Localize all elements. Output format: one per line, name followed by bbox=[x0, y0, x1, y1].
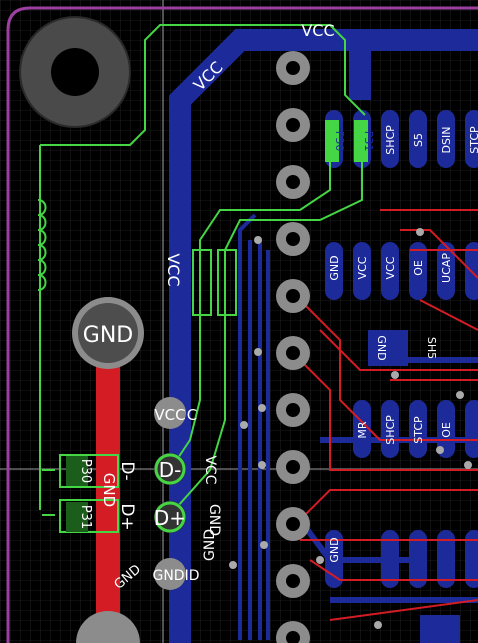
svg-text:SHCP: SHCP bbox=[384, 125, 397, 155]
resistor-1 bbox=[192, 249, 212, 316]
svg-text:P30: P30 bbox=[78, 459, 93, 483]
top-copper-layer bbox=[96, 209, 478, 643]
svg-text:GND: GND bbox=[328, 537, 341, 562]
vcc-label-vertical: VCC bbox=[164, 253, 183, 286]
gnd-label-rotated-a: GND bbox=[206, 504, 222, 536]
vias bbox=[229, 228, 472, 629]
mounting-hole[interactable] bbox=[19, 16, 131, 128]
svg-text:STCP: STCP bbox=[468, 126, 478, 154]
pad-d-plus[interactable]: D+ bbox=[154, 501, 186, 533]
vcc-label-top: VCC bbox=[301, 21, 334, 40]
svg-text:OE: OE bbox=[440, 422, 453, 438]
r-p30-p31: P30 P31 bbox=[325, 120, 375, 162]
ic-pin-labels-top: SHCP S5 DSIN STCP bbox=[384, 125, 478, 155]
svg-text:GND: GND bbox=[328, 255, 341, 280]
svg-text:SHCP: SHCP bbox=[384, 415, 397, 445]
svg-text:UCAP: UCAP bbox=[440, 253, 453, 283]
connector-p30: P30 D- bbox=[66, 456, 137, 486]
svg-text:DSIN: DSIN bbox=[440, 127, 453, 154]
svg-text:STCP: STCP bbox=[412, 416, 425, 444]
ic-pin-labels-mid: GND VCC VCC OE UCAP bbox=[328, 253, 453, 283]
vcc-trace-main bbox=[169, 29, 371, 643]
ic-pin-labels-low: MR SHCP STCP OE bbox=[356, 415, 453, 445]
vcc-label-rotated: VCC bbox=[202, 455, 218, 484]
coil-trace bbox=[37, 145, 47, 510]
svg-text:GND: GND bbox=[375, 335, 388, 360]
svg-text:D+: D+ bbox=[154, 506, 186, 530]
bottom-copper-layer bbox=[169, 29, 478, 643]
connector-box-1 bbox=[59, 454, 119, 488]
svg-text:P31: P31 bbox=[78, 505, 93, 529]
gnd-trace-label: GND bbox=[100, 473, 118, 507]
svg-text:S5: S5 bbox=[412, 133, 425, 147]
gnd-pad-bottom[interactable] bbox=[76, 611, 140, 643]
pad-vcc-small[interactable]: VCC C bbox=[154, 397, 197, 429]
svg-text:VCC: VCC bbox=[384, 256, 397, 279]
ic-pin-labels-mid2: GND SH5 bbox=[375, 335, 438, 360]
svg-text:VCC: VCC bbox=[154, 406, 185, 424]
header-pads[interactable] bbox=[276, 51, 310, 643]
svg-text:P31: P31 bbox=[362, 131, 375, 152]
board-outline bbox=[6, 6, 478, 643]
silkscreen-layer bbox=[37, 24, 366, 533]
connector-box-2 bbox=[59, 499, 119, 533]
svg-text:VCC: VCC bbox=[356, 256, 369, 279]
gnd-label-rotated-b: GND bbox=[202, 529, 218, 561]
gnd-pad-large[interactable]: GND bbox=[72, 297, 144, 369]
svg-text:SH5: SH5 bbox=[425, 337, 438, 359]
ic-pin-labels-bottom: GND bbox=[328, 537, 341, 562]
svg-text:C: C bbox=[187, 406, 197, 424]
gnd-pad-label: GND bbox=[83, 323, 133, 348]
svg-text:P30: P30 bbox=[333, 131, 346, 152]
svg-text:MR: MR bbox=[356, 421, 369, 438]
svg-text:D-: D- bbox=[117, 461, 137, 480]
pad-d-minus[interactable]: D- bbox=[154, 453, 186, 485]
svg-text:D+: D+ bbox=[117, 503, 137, 530]
resistor-2 bbox=[217, 249, 237, 316]
connector-p31: P31 D+ bbox=[66, 502, 137, 532]
pad-gnd-small[interactable]: GNDID bbox=[152, 558, 200, 590]
ic-pads-lower bbox=[325, 330, 478, 643]
svg-text:D-: D- bbox=[159, 458, 182, 482]
svg-text:OE: OE bbox=[412, 260, 425, 276]
svg-text:GNDID: GNDID bbox=[152, 568, 199, 584]
